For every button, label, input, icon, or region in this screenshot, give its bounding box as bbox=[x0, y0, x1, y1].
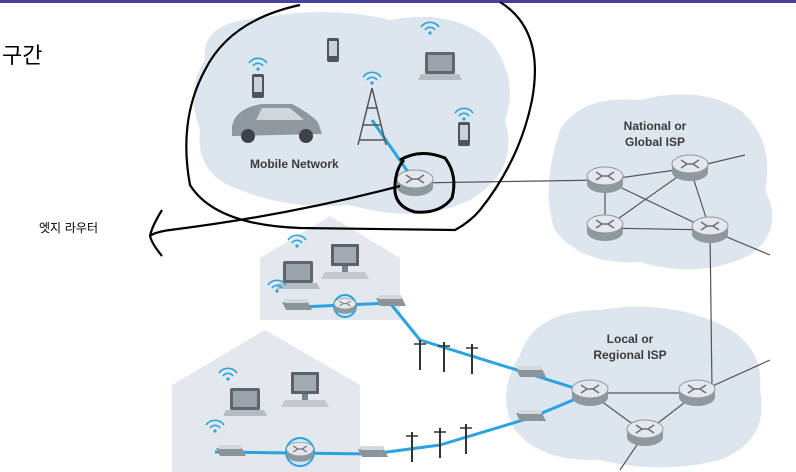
mobile-network-label: Mobile Network bbox=[250, 157, 339, 171]
isp-modem-icon bbox=[516, 366, 546, 377]
smartphone-icon bbox=[327, 38, 339, 62]
edge-router-icon bbox=[396, 169, 434, 197]
national-isp-label-line2: Global ISP bbox=[625, 135, 685, 149]
regional-isp-cloud bbox=[506, 306, 762, 468]
router-icon bbox=[571, 379, 609, 407]
utility-pole-icon bbox=[437, 341, 451, 373]
handdrawn-edge-router-circle bbox=[393, 152, 456, 214]
utility-pole-icon bbox=[465, 343, 479, 375]
router-icon bbox=[678, 379, 716, 407]
regional-isp-label-line1: Local or bbox=[607, 332, 654, 346]
edge-router-annotation: 엣지 라우터 bbox=[39, 221, 99, 235]
national-isp-label-line1: National or bbox=[624, 119, 687, 133]
house-icon bbox=[260, 216, 400, 320]
smartphone-icon bbox=[252, 74, 264, 98]
handdrawn-arrow-head bbox=[148, 209, 163, 257]
router-icon bbox=[586, 214, 624, 242]
house-icon bbox=[172, 330, 360, 472]
router-icon bbox=[626, 419, 664, 447]
modem-icon bbox=[376, 295, 406, 306]
modem-icon bbox=[358, 446, 388, 457]
modem-icon bbox=[282, 299, 312, 310]
router-icon bbox=[691, 216, 729, 244]
router-icon bbox=[586, 166, 624, 194]
handdrawn-mobile-circle bbox=[185, 1, 536, 232]
home-router-icon bbox=[285, 441, 315, 463]
cell-tower-icon bbox=[357, 87, 387, 146]
isp-modem-icon bbox=[516, 410, 546, 421]
utility-pole-icon bbox=[413, 339, 427, 371]
car-icon bbox=[232, 104, 322, 143]
smartphone-icon bbox=[458, 122, 470, 146]
handdrawn-pointer-arrow bbox=[149, 184, 401, 237]
section-title: 구간 bbox=[2, 44, 43, 69]
top-accent-bar bbox=[0, 0, 796, 3]
modem-icon bbox=[216, 445, 246, 456]
regional-isp-label-line2: Regional ISP bbox=[593, 348, 666, 362]
router-icon bbox=[671, 154, 709, 182]
home-router-icon bbox=[333, 297, 357, 315]
